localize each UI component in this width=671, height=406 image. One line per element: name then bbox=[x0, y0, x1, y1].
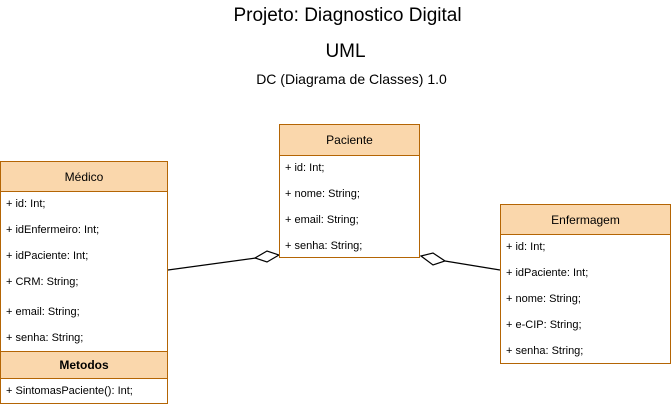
class-paciente-header: Paciente bbox=[280, 125, 419, 156]
medico-methods-header: Metodos bbox=[0, 351, 168, 379]
class-paciente[interactable]: Paciente + id: Int; + nome: String; + em… bbox=[279, 124, 420, 258]
medico-paciente-aggregation-diamond bbox=[253, 250, 281, 263]
class-medico[interactable]: Médico + id: Int; + idEnfermeiro: Int; +… bbox=[0, 161, 168, 404]
medico-attribute: + idEnfermeiro: Int; bbox=[6, 224, 100, 236]
class-enfermagem-header: Enfermagem bbox=[501, 205, 670, 235]
class-paciente-name: Paciente bbox=[326, 133, 373, 147]
medico-attribute: + CRM: String; bbox=[6, 276, 79, 288]
enfermagem-attribute: + e-CIP: String; bbox=[506, 319, 582, 331]
medico-attribute: + id: Int; bbox=[6, 198, 46, 210]
class-medico-header: Médico bbox=[1, 162, 167, 192]
enfermagem-paciente-aggregation-diamond bbox=[419, 252, 447, 266]
medico-method: + SintomasPaciente(): Int; bbox=[6, 385, 133, 397]
paciente-attribute: + id: Int; bbox=[285, 162, 325, 174]
class-enfermagem-name: Enfermagem bbox=[551, 212, 620, 227]
class-medico-name: Médico bbox=[64, 169, 104, 184]
enfermagem-attribute: + id: Int; bbox=[506, 241, 546, 253]
diagram-version-subtitle: DC (Diagrama de Classes) 1.0 bbox=[256, 71, 447, 87]
diagram-kind-title: UML bbox=[325, 41, 366, 62]
medico-attribute: + idPaciente: Int; bbox=[6, 250, 89, 262]
class-enfermagem[interactable]: Enfermagem + id: Int; + idPaciente: Int;… bbox=[500, 204, 671, 364]
medico-paciente-link bbox=[167, 257, 257, 271]
enfermagem-attribute: + nome: String; bbox=[506, 293, 581, 305]
paciente-attribute: + senha: String; bbox=[285, 240, 363, 252]
medico-attribute: + email: String; bbox=[6, 306, 80, 318]
paciente-attribute: + nome: String; bbox=[285, 188, 360, 200]
enfermagem-attribute: + senha: String; bbox=[506, 345, 584, 357]
medico-attribute: + senha: String; bbox=[6, 332, 84, 344]
project-title: Projeto: Diagnostico Digital bbox=[233, 5, 462, 26]
paciente-attribute: + email: String; bbox=[285, 214, 359, 226]
enfermagem-paciente-link bbox=[444, 260, 501, 271]
enfermagem-attribute: + idPaciente: Int; bbox=[506, 267, 589, 279]
medico-methods-title: Metodos bbox=[59, 358, 109, 372]
